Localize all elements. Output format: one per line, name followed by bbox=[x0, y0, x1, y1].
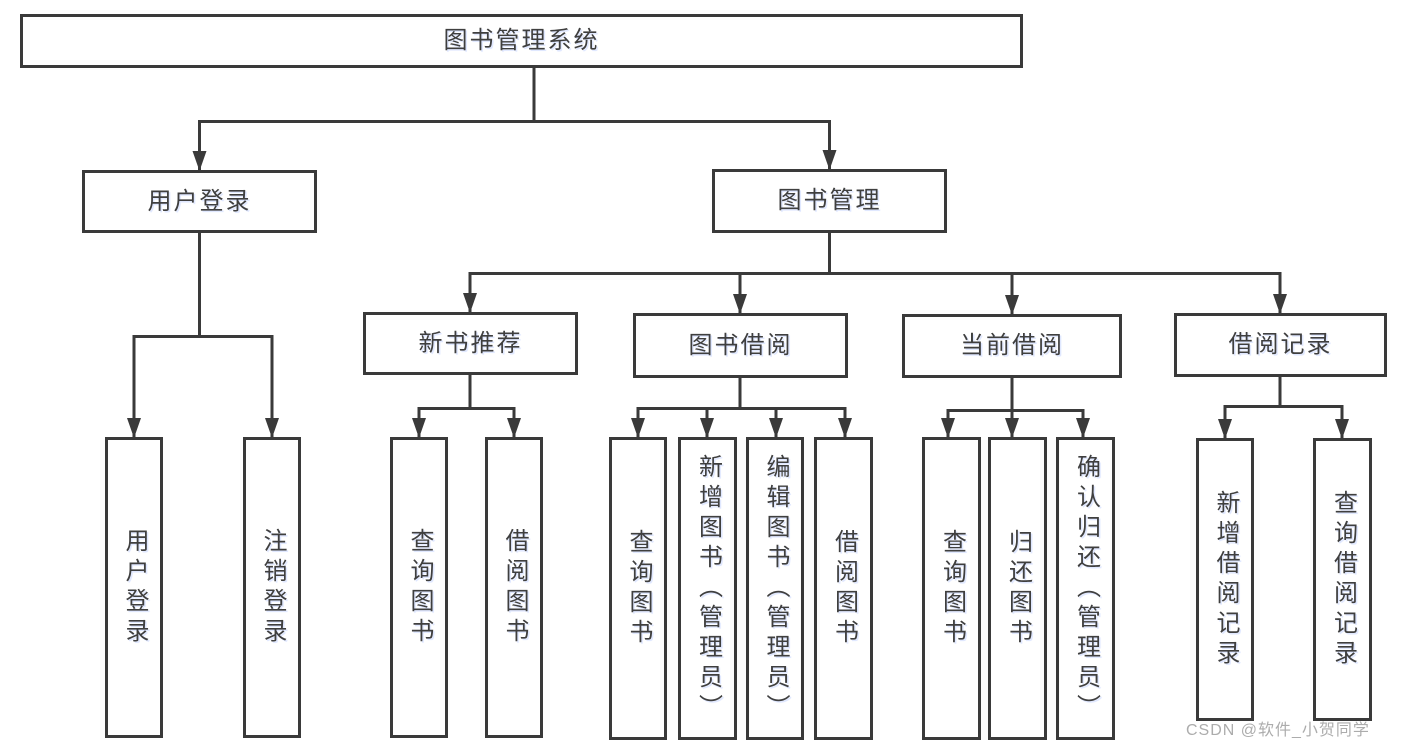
connector-user-login bbox=[127, 233, 279, 438]
node-current-borrow: 当前借阅 bbox=[902, 314, 1122, 378]
csdn-watermark: CSDN @软件_小贺同学 bbox=[1186, 722, 1370, 739]
node-library-system: 图书管理系统 bbox=[20, 14, 1023, 68]
leaf-edit-books-admin: 编辑图书（管理员） bbox=[746, 437, 804, 740]
leaf-borrow-books-recommend: 借阅图书 bbox=[485, 437, 543, 738]
node-book-borrow: 图书借阅 bbox=[633, 313, 848, 378]
leaf-user-login: 用户登录 bbox=[105, 437, 163, 738]
node-user-login: 用户登录 bbox=[82, 170, 317, 233]
connector-book-borrow bbox=[631, 378, 852, 438]
node-new-book-recommend: 新书推荐 bbox=[363, 312, 578, 375]
leaf-query-books-recommend: 查询图书 bbox=[390, 437, 448, 738]
leaf-confirm-return-admin: 确认归还（管理员） bbox=[1056, 437, 1115, 740]
connector-book-management bbox=[463, 233, 1287, 315]
node-borrow-record: 借阅记录 bbox=[1174, 313, 1387, 377]
leaf-query-borrow-record: 查询借阅记录 bbox=[1313, 438, 1372, 721]
leaf-logout: 注销登录 bbox=[243, 437, 301, 738]
connector-borrow-record bbox=[1218, 377, 1349, 439]
leaf-borrow-books: 借阅图书 bbox=[814, 437, 873, 740]
leaf-query-books-borrow: 查询图书 bbox=[609, 437, 667, 740]
connector-root bbox=[192, 68, 837, 171]
leaf-return-books: 归还图书 bbox=[988, 437, 1047, 740]
node-book-management: 图书管理 bbox=[712, 169, 947, 233]
connector-current-borrow bbox=[941, 378, 1090, 438]
leaf-query-books-current: 查询图书 bbox=[922, 437, 981, 740]
leaf-add-books-admin: 新增图书（管理员） bbox=[678, 437, 737, 740]
connector-new-book bbox=[412, 375, 521, 438]
leaf-add-borrow-record: 新增借阅记录 bbox=[1196, 438, 1254, 721]
